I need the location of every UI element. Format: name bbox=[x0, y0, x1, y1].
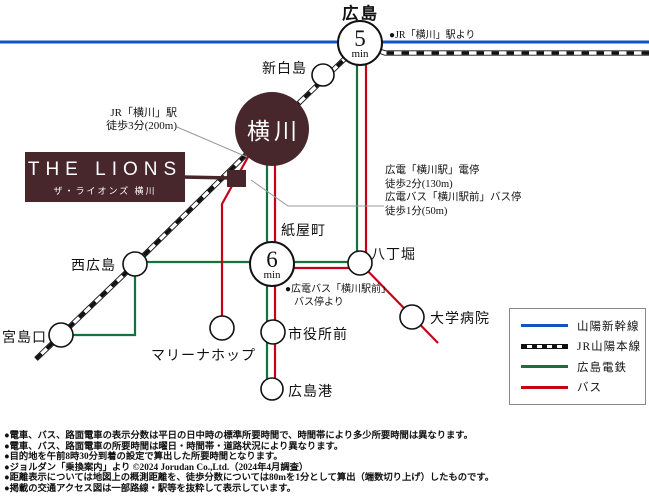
legend-label: 山陽新幹線 bbox=[577, 320, 640, 333]
station-circle-shiyakushomae bbox=[260, 319, 286, 345]
badge-minutes-unit: min bbox=[263, 268, 281, 281]
footnote-line: ●電車、バス、路面電車の所要時間は曜日・時間帯・道路状況により異なります。 bbox=[4, 441, 344, 452]
footnote-line: ●距離表示については地図上の概測距離を、徒歩分数については80mを1分として算出… bbox=[4, 473, 495, 484]
station-label-miyajimaguchi: 宮島口 bbox=[2, 331, 47, 346]
station-circle-marinahop bbox=[209, 315, 235, 341]
station-label-yokogawa: 横川 bbox=[247, 119, 301, 144]
station-circle-hatchobori bbox=[347, 250, 373, 276]
station-label-shinhakushima: 新白島 bbox=[262, 62, 307, 77]
badge-minutes-value: 5 bbox=[354, 25, 366, 51]
bus-line-hiroshima-hatchobori bbox=[360, 58, 368, 263]
footnote-line: ●ジョルダン「乗換案内」より ©2024 Jorudan Co.,Ltd.（20… bbox=[4, 462, 309, 473]
footnotes: ●電車、バス、路面電車の表示分数は平日の日中時の標準所要時間で、時間帯により多少… bbox=[4, 431, 648, 494]
station-label-hiroshimako: 広島港 bbox=[288, 385, 333, 400]
jr-walk-callout: JR「横川」駅 徒歩3分(200m) bbox=[93, 107, 177, 133]
legend-label: 広島電鉄 bbox=[577, 361, 627, 374]
station-circle-hiroshimako bbox=[260, 377, 284, 401]
station-label-kamiyacho: 紙屋町 bbox=[281, 224, 326, 239]
station-circle-nishihiroshima bbox=[122, 251, 148, 277]
legend-line-sample-hiroden bbox=[521, 365, 568, 369]
legend-row-hiroden: 広島電鉄 bbox=[521, 359, 645, 375]
property-square-marker bbox=[227, 170, 246, 187]
property-name: ザ・ライオンズ 横川 bbox=[53, 186, 157, 196]
property-logo-box: THE LIONS ザ・ライオンズ 横川 bbox=[25, 152, 185, 202]
badge6-note-line2: バス停より bbox=[294, 296, 344, 308]
station-label-shiyakushomae: 市役所前 bbox=[288, 328, 348, 343]
legend-row-bus: バス bbox=[521, 379, 645, 395]
footnote-line: ●掲載の交通アクセス図は一部路線・駅等を抜粋して表示しています。 bbox=[4, 483, 296, 494]
property-connector bbox=[181, 175, 233, 180]
bus-line-yokogawa-marinahop bbox=[220, 147, 254, 328]
jr-walk-callout-line2: 徒歩3分(200m) bbox=[106, 120, 177, 132]
hiroden-callout-line3: 広電バス「横川駅前」バス停 bbox=[385, 192, 522, 203]
station-label-hatchobori: 八丁堀 bbox=[371, 248, 416, 263]
legend-row-jr: JR山陽本線 bbox=[521, 338, 645, 354]
badge6-note: ●広電バス「横川駅前」 バス停より bbox=[285, 284, 391, 309]
hiroden-callout-line1: 広電「横川駅」電停 bbox=[385, 165, 480, 176]
badge-minutes-value: 6 bbox=[266, 246, 278, 272]
badge-minutes-unit: min bbox=[351, 47, 369, 60]
leader-hiroden-callout bbox=[250, 179, 384, 207]
hiroden-line-miyajimaguchi bbox=[61, 264, 137, 337]
hiroden-callout-line2: 徒歩2分(130m) bbox=[385, 178, 453, 190]
badge5-note: ●JR「横川」駅より bbox=[389, 30, 476, 41]
station-label-daigakubyoin: 大学病院 bbox=[430, 312, 490, 327]
station-circle-miyajimaguchi bbox=[48, 322, 74, 348]
legend-label: バス bbox=[577, 382, 602, 395]
hiroden-line-hiroshima-hatchobori bbox=[355, 58, 362, 263]
property-brand: THE LIONS bbox=[27, 159, 183, 180]
station-circle-yokogawa: 横川 bbox=[235, 92, 309, 166]
hiroden-callout-line4: 徒歩1分(50m) bbox=[385, 205, 448, 217]
station-circle-daigakubyoin bbox=[399, 304, 425, 330]
legend-row-shinkansen: 山陽新幹線 bbox=[521, 318, 645, 334]
legend-label: JR山陽本線 bbox=[577, 341, 642, 354]
station-label-nishihiroshima: 西広島 bbox=[71, 259, 116, 274]
map-legend: 山陽新幹線 JR山陽本線 広島電鉄 バス bbox=[509, 308, 646, 405]
travel-time-badge-6min: 6 min bbox=[249, 241, 295, 287]
footnote-line: ●目的地を午前8時30分到着の設定で算出した所要時間となります。 bbox=[4, 452, 283, 463]
leader-jr-callout bbox=[176, 126, 248, 158]
legend-line-sample-jr bbox=[521, 343, 568, 349]
badge6-note-line1: ●広電バス「横川駅前」 bbox=[285, 284, 392, 295]
jr-walk-callout-line1: JR「横川」駅 bbox=[110, 107, 177, 119]
station-circle-shinhakushima bbox=[311, 63, 335, 87]
station-label-marinahop: マリーナホップ bbox=[151, 349, 256, 364]
footnote-line: ●電車、バス、路面電車の表示分数は平日の日中時の標準所要時間で、時間帯により多少… bbox=[4, 431, 473, 441]
bus-line-hatchobori-hospital bbox=[359, 262, 439, 344]
travel-time-badge-5min: 5 min bbox=[337, 20, 383, 66]
hiroden-walk-callout: 広電「横川駅」電停 徒歩2分(130m) 広電バス「横川駅前」バス停 徒歩1分(… bbox=[385, 164, 522, 218]
legend-line-sample-bus bbox=[521, 385, 568, 389]
legend-line-sample-shinkansen bbox=[521, 324, 568, 328]
station-label-hiroshima: 広島 bbox=[342, 4, 379, 23]
